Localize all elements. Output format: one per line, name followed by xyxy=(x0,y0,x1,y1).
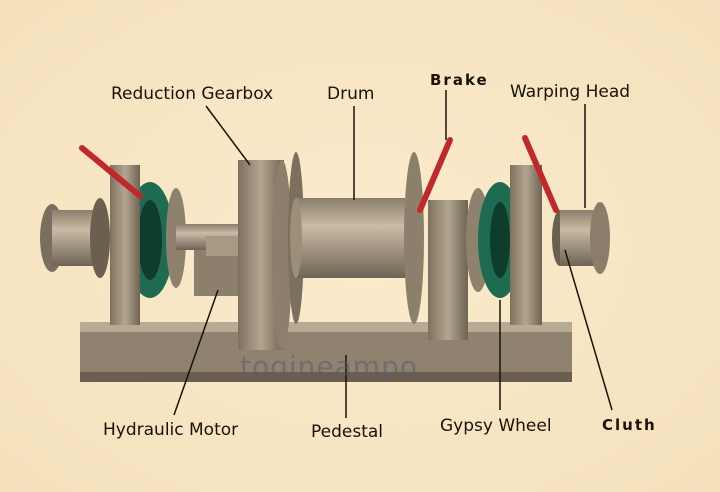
watermark: togineampo xyxy=(240,350,418,383)
leader-lines xyxy=(173,90,613,418)
label-clutch: Cluth xyxy=(602,416,657,434)
drum xyxy=(288,152,424,324)
label-warping-head: Warping Head xyxy=(510,82,631,102)
label-reduction-gearbox: Reduction Gearbox xyxy=(111,84,274,104)
label-pedestal: Pedestal xyxy=(311,422,384,442)
left-warping-head xyxy=(40,198,110,278)
left-gypsy-wheel xyxy=(110,165,186,325)
label-drum: Drum xyxy=(327,84,375,104)
pedestal-frame xyxy=(80,322,572,382)
label-hydraulic-motor: Hydraulic Motor xyxy=(103,420,239,440)
label-gypsy-wheel: Gypsy Wheel xyxy=(440,416,552,436)
right-warping-head xyxy=(552,202,610,274)
reduction-gearbox xyxy=(238,160,292,350)
brake-levers xyxy=(79,135,559,213)
label-brake: Brake xyxy=(430,71,489,89)
hydraulic-motor xyxy=(194,236,238,296)
right-gypsy-wheel xyxy=(428,165,542,340)
